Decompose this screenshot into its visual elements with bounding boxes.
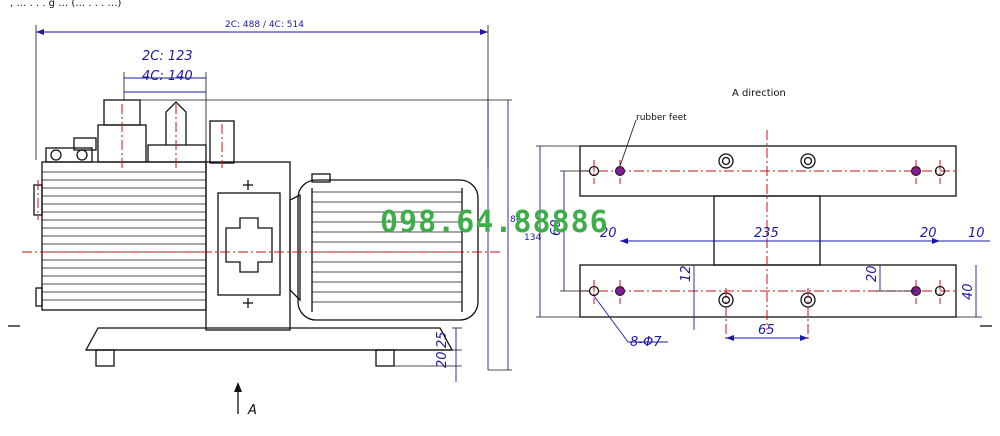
inner-20-dim: 20 bbox=[865, 265, 880, 282]
inlet-2c-dim: 2C: 123 bbox=[142, 49, 193, 64]
height-partial-dim: 86 bbox=[510, 215, 522, 225]
edge-20-left-dim: 20 bbox=[600, 226, 617, 241]
edge-20-right-dim: 20 bbox=[920, 226, 937, 241]
span-235-dim: 235 bbox=[754, 226, 779, 241]
foot-40-dim: 40 bbox=[961, 283, 976, 300]
overall-length-dim: 2C: 488 / 4C: 514 bbox=[225, 20, 304, 30]
cooling-fins bbox=[42, 171, 206, 301]
hole-spacing-dim: 65 bbox=[758, 323, 775, 338]
header-fragment: , … . . . g … (… . . . …) bbox=[10, 0, 121, 9]
inner-12-dim: 12 bbox=[679, 265, 694, 282]
base-height-25: 25 bbox=[435, 331, 450, 348]
pump-side-view: 2C: 488 / 4C: 514 2C: 123 4C: 140 bbox=[8, 20, 541, 418]
view-a-drawing: A direction bbox=[536, 88, 992, 350]
view-arrow-label: A bbox=[247, 403, 257, 418]
view-a-title: A direction bbox=[732, 88, 786, 99]
edge-10-dim: 10 bbox=[968, 226, 985, 241]
rubber-feet-label: rubber feet bbox=[636, 113, 687, 123]
side-height-60: 60 bbox=[549, 219, 564, 236]
phone-watermark: 098.64.88886 bbox=[380, 205, 609, 240]
base-height-20: 20 bbox=[435, 351, 450, 368]
holes-label: 8-Φ7 bbox=[630, 335, 662, 350]
inlet-4c-dim: 4C: 140 bbox=[142, 69, 193, 84]
height-total-dim: 134 bbox=[524, 233, 541, 243]
